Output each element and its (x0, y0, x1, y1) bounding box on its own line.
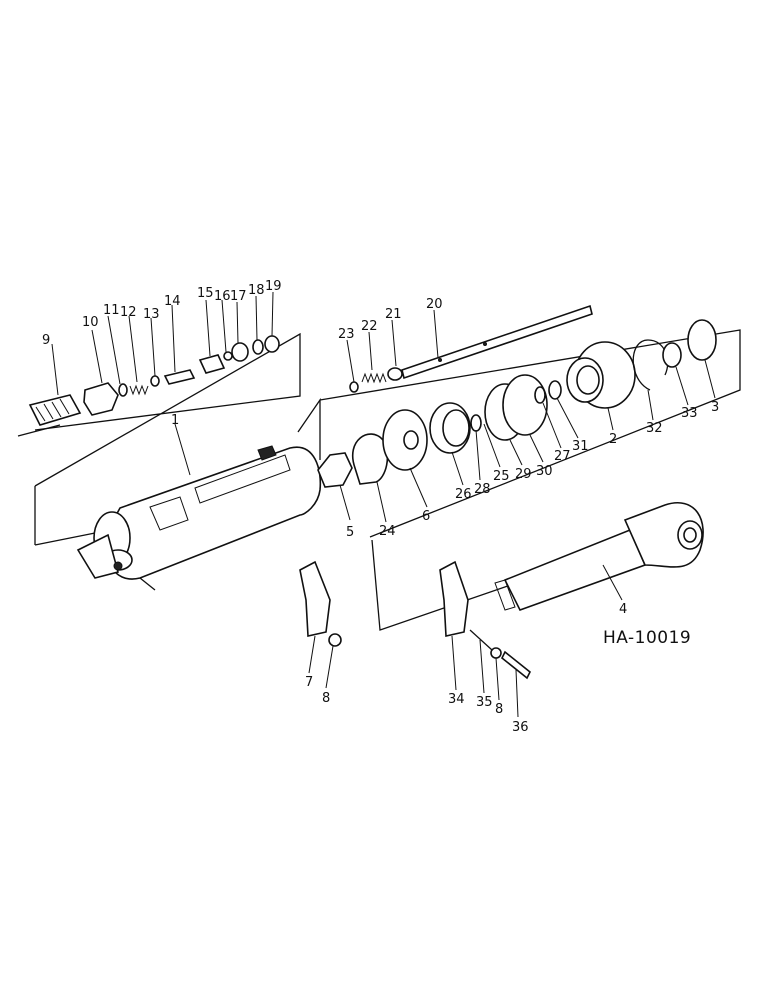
label-24: 24 (379, 524, 396, 539)
label-17: 17 (230, 289, 247, 304)
part-12-spring (129, 384, 149, 396)
part-1-cylinder-barrel (76, 445, 322, 591)
label-12: 12 (120, 305, 137, 320)
label-3: 3 (711, 400, 719, 415)
part-28-ring (470, 414, 482, 432)
part-7-bracket (299, 560, 331, 637)
label-19: 19 (265, 279, 282, 294)
part-16-ball (223, 351, 233, 361)
label-11: 11 (103, 303, 120, 318)
part-26-seal (429, 402, 471, 454)
part-27-ring (534, 386, 546, 404)
label-5: 5 (346, 525, 354, 540)
part-19-cap (264, 335, 280, 353)
label-27: 27 (554, 449, 571, 464)
group-boundaries (17, 329, 741, 631)
part-9-fitting (28, 394, 82, 426)
label-8b: 8 (495, 702, 503, 717)
part-36-bolt (500, 650, 532, 680)
leader-lines (51, 291, 716, 718)
label-6: 6 (422, 509, 430, 524)
part-31-ring (548, 380, 562, 400)
label-31: 31 (572, 439, 589, 454)
part-21-washer (387, 367, 403, 381)
part-18-ring (252, 339, 264, 355)
part-6-piston (382, 409, 428, 471)
drawing-code: HA-10019 (603, 628, 691, 648)
label-34: 34 (448, 692, 465, 707)
part-17-seat (231, 342, 249, 362)
part-5-nut (317, 452, 353, 488)
label-13: 13 (143, 307, 160, 322)
part-4-rod-assembly (494, 502, 704, 611)
part-20-rod (401, 304, 593, 380)
label-1: 1 (171, 413, 179, 428)
label-7: 7 (305, 675, 313, 690)
part-22-spring (361, 372, 387, 384)
part-8b-washer (490, 647, 502, 659)
label-22: 22 (361, 319, 378, 334)
label-14: 14 (164, 294, 181, 309)
label-28: 28 (474, 482, 491, 497)
label-16: 16 (214, 289, 231, 304)
part-11-ring (118, 383, 128, 397)
part-34-bracket (439, 560, 469, 637)
label-35: 35 (476, 695, 493, 710)
label-9: 9 (42, 333, 50, 348)
part-14-stem (163, 369, 196, 385)
label-21: 21 (385, 307, 402, 322)
label-25: 25 (493, 469, 510, 484)
part-13-ring (150, 375, 160, 387)
label-4: 4 (619, 602, 627, 617)
part-24-ring (352, 433, 389, 485)
label-2: 2 (609, 432, 617, 447)
part-10-nut (83, 382, 119, 416)
label-20: 20 (426, 297, 443, 312)
label-26: 26 (455, 487, 472, 502)
label-30: 30 (536, 464, 553, 479)
valve-assembly (28, 335, 280, 426)
label-10: 10 (82, 315, 99, 330)
label-32: 32 (646, 421, 663, 436)
part-35-pin (469, 629, 493, 651)
part-8-nut (328, 633, 342, 647)
label-29: 29 (515, 467, 532, 482)
part-33-ring (662, 342, 682, 368)
label-15: 15 (197, 286, 214, 301)
label-36: 36 (512, 720, 529, 735)
part-3-nut (687, 319, 717, 361)
part-15-valve (198, 354, 226, 374)
part-labels: 9 10 11 12 13 14 15 16 17 18 19 1 23 22 … (42, 279, 719, 735)
label-18: 18 (248, 283, 265, 298)
label-33: 33 (681, 406, 698, 421)
part-23-ring (349, 381, 359, 393)
part-2-gland (566, 341, 636, 409)
label-8a: 8 (322, 691, 330, 706)
label-23: 23 (338, 327, 355, 342)
part-30-ring (502, 374, 548, 436)
